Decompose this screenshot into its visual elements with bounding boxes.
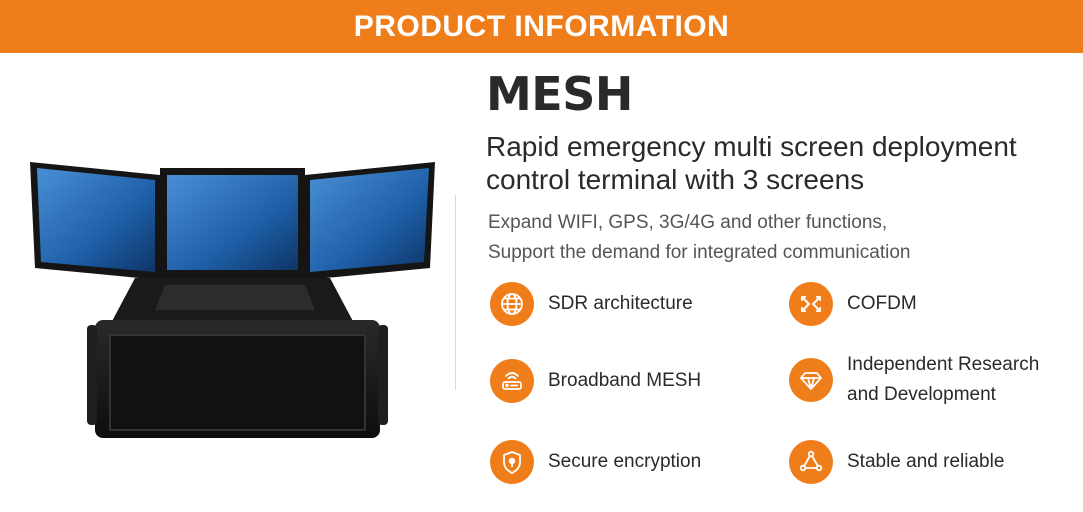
subtitle-line-1: Rapid emergency multi screen deployment [486, 131, 1017, 162]
diamond-icon [789, 358, 833, 402]
product-subtitle: Rapid emergency multi screen deployment … [486, 130, 1076, 196]
product-image [30, 162, 435, 438]
feature-secure-encryption: Secure encryption [490, 440, 701, 484]
globe-icon [490, 282, 534, 326]
triangle-nodes-icon [789, 440, 833, 484]
feature-independent-research: Independent Research and Development [789, 350, 1077, 410]
feature-stable-reliable: Stable and reliable [789, 440, 1004, 484]
product-information-banner: PRODUCT INFORMATION [0, 0, 1083, 53]
subtitle-line-2: control terminal with 3 screens [486, 164, 865, 195]
feature-broadband-mesh: Broadband MESH [490, 359, 701, 403]
feature-sdr-architecture: SDR architecture [490, 282, 693, 326]
feature-label: Broadband MESH [548, 370, 702, 391]
product-description: Expand WIFI, GPS, 3G/4G and other functi… [488, 208, 1068, 268]
description-line-1: Expand WIFI, GPS, 3G/4G and other functi… [488, 212, 888, 233]
vertical-divider [455, 195, 456, 390]
feature-label: Stable and reliable [847, 451, 1005, 472]
feature-label-line-1: Independent Research [847, 354, 1040, 375]
router-icon [490, 359, 534, 403]
description-line-2: Support the demand for integrated commun… [488, 242, 911, 263]
feature-cofdm: COFDM [789, 282, 917, 326]
feature-label: Independent Research and Development [847, 350, 1077, 410]
arrows-cross-icon [789, 282, 833, 326]
feature-label: COFDM [847, 293, 917, 314]
shield-lock-icon [490, 440, 534, 484]
feature-label: Secure encryption [548, 451, 702, 472]
feature-label-line-2: and Development [847, 384, 996, 405]
product-title: MESH [486, 67, 633, 121]
feature-label: SDR architecture [548, 293, 693, 314]
